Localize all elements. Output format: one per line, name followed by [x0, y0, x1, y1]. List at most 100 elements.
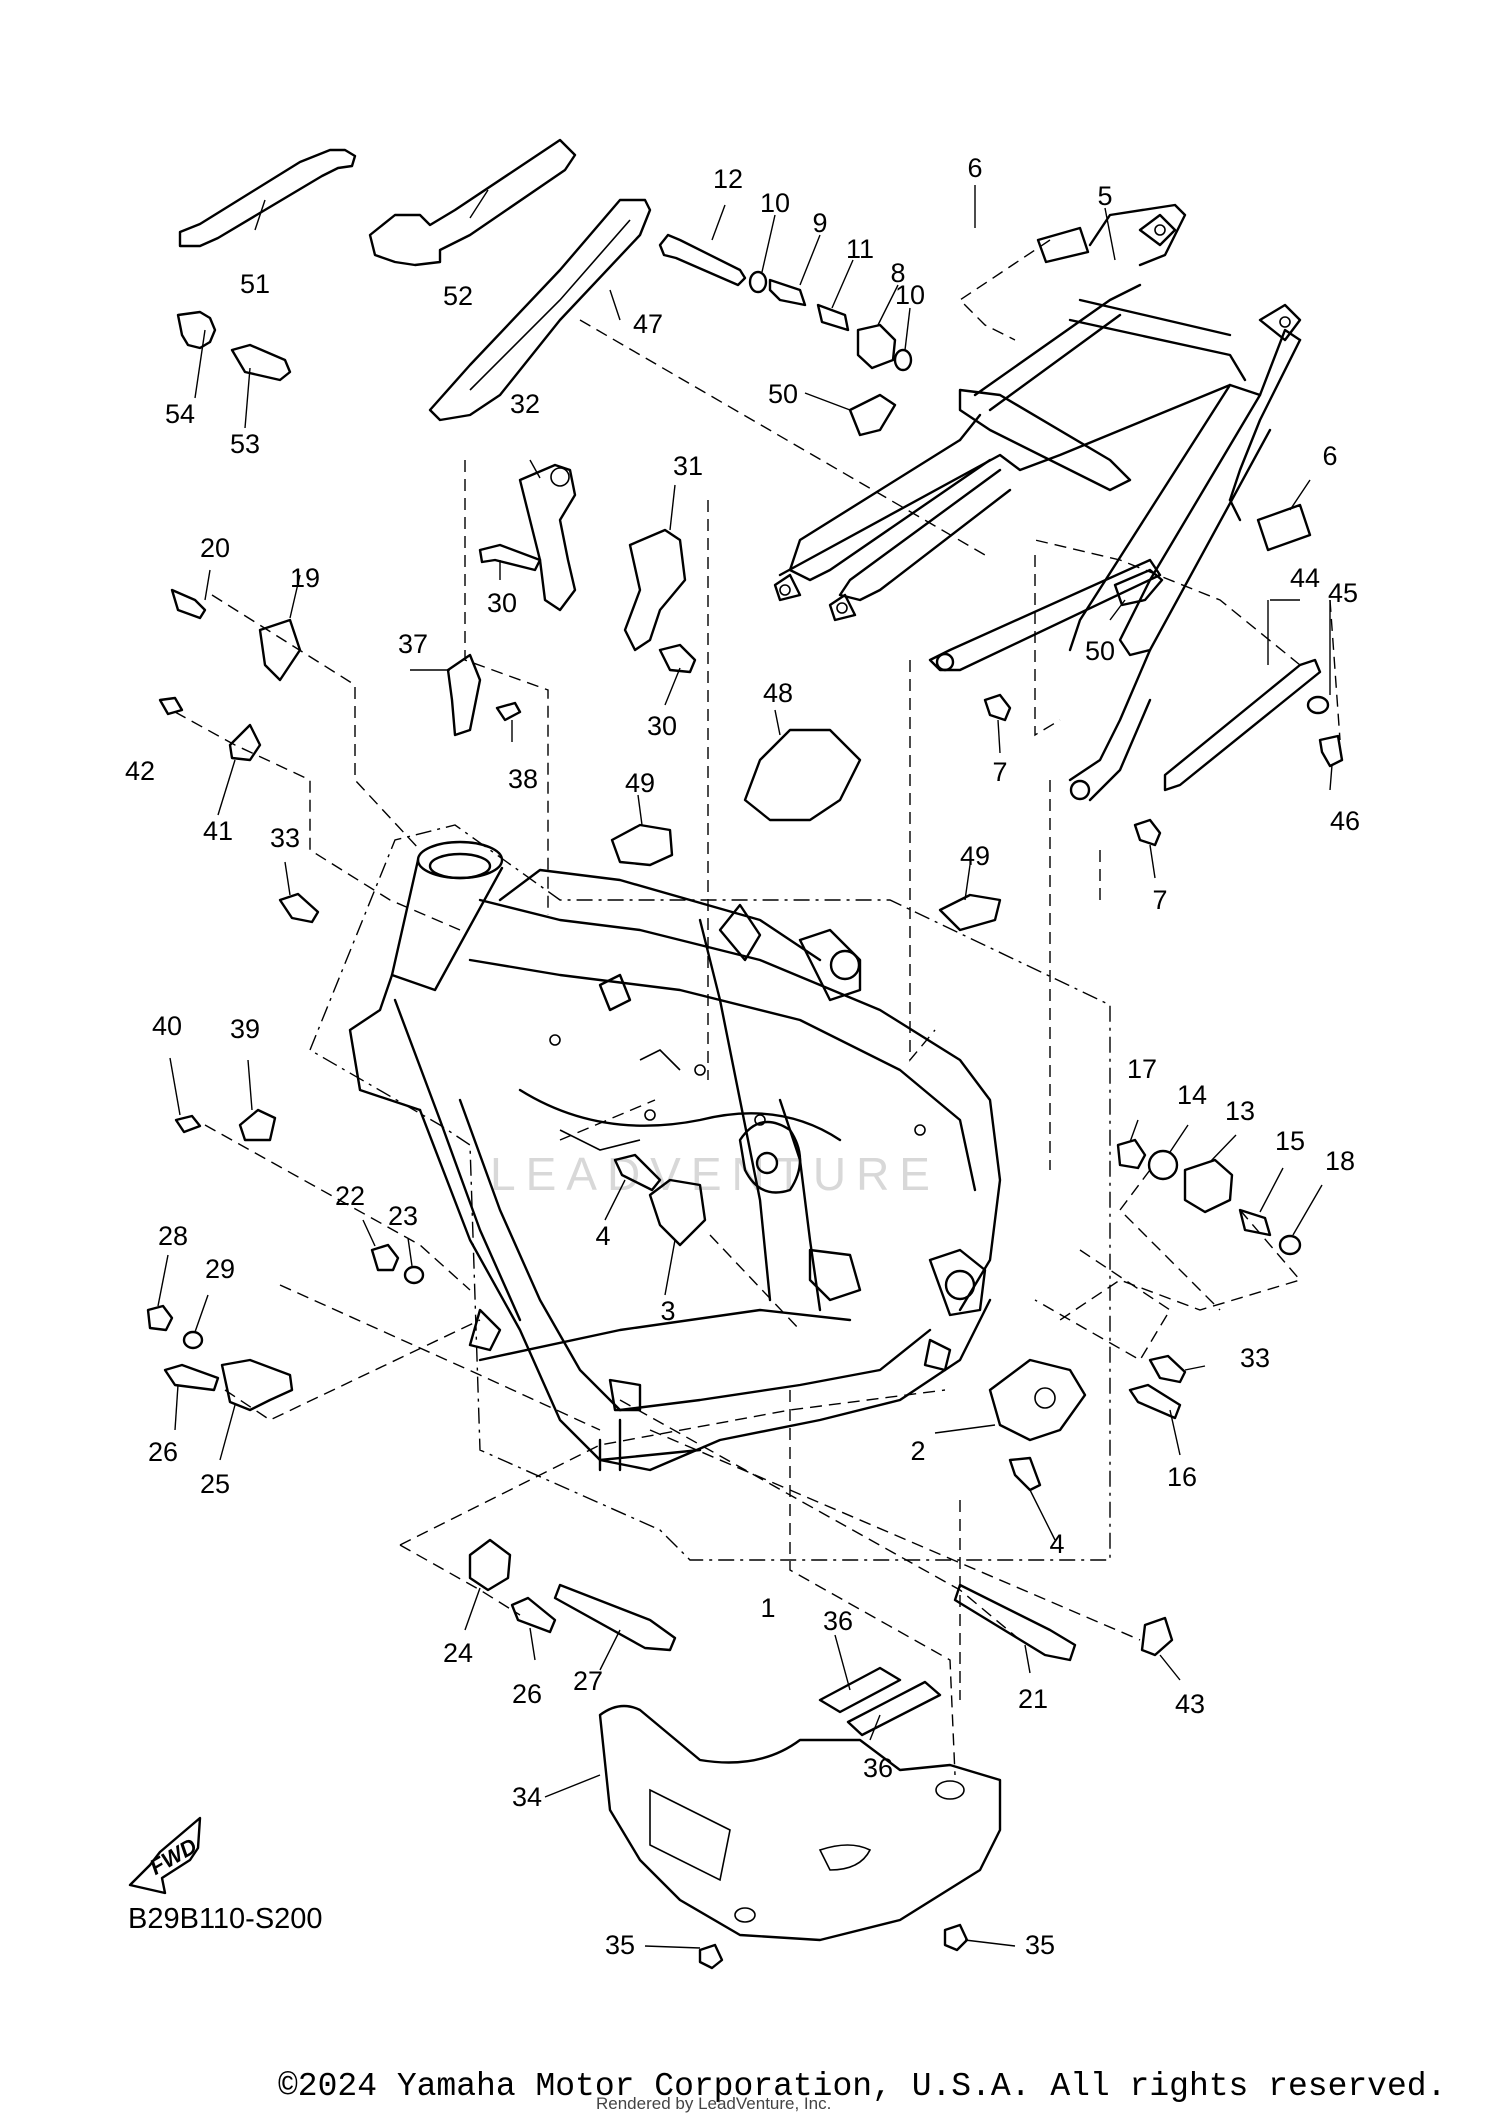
callout-40: 40: [152, 1011, 182, 1041]
callout-37: 37: [398, 629, 428, 659]
screw-38: [495, 701, 522, 722]
callout-4-b: 4: [1049, 1529, 1064, 1559]
caution-label-b: [1256, 503, 1312, 552]
bushing: [856, 323, 897, 370]
callout-13: 13: [1225, 1096, 1255, 1126]
callout-49-a: 49: [625, 768, 655, 798]
callout-11: 11: [846, 234, 874, 264]
callout-41: 41: [203, 816, 233, 846]
fwd-arrow-icon: FWD: [128, 1816, 201, 1895]
pivot-bolt: [658, 233, 747, 287]
callout-33-a: 33: [270, 823, 300, 853]
washer-10b: [893, 348, 913, 372]
callout-34: 34: [512, 1782, 542, 1812]
engine-bracket-24: [468, 1538, 512, 1592]
collar: [768, 278, 807, 307]
engine-bracket-2: [988, 1358, 1087, 1442]
nut-22: [370, 1243, 400, 1272]
callout-50-b: 50: [1085, 636, 1115, 666]
callout-19: 19: [290, 563, 320, 593]
callout-43: 43: [1175, 1689, 1205, 1719]
callout-10-a: 10: [760, 188, 790, 218]
callout-51: 51: [240, 269, 270, 299]
axle-bolt-54: [176, 310, 217, 350]
sub-frame: [773, 203, 1302, 802]
callout-8: 8: [890, 258, 905, 288]
washer-29: [182, 1330, 204, 1350]
callout-18: 18: [1325, 1146, 1355, 1176]
callout-30-a: 30: [487, 588, 517, 618]
caution-label-a: [1036, 226, 1090, 264]
socket-tool: [368, 138, 577, 267]
chain-roller-a: [610, 823, 674, 867]
hose-clip: [446, 653, 482, 737]
callout-54: 54: [165, 399, 195, 429]
chain-cover: [743, 728, 862, 822]
cable-clamp-b: [1113, 568, 1164, 607]
bolt-7a: [983, 693, 1012, 722]
chain-roller-b: [938, 893, 1002, 932]
callout-10-b: 10: [895, 280, 925, 310]
callout-6-b: 6: [1322, 441, 1337, 471]
spacer-15: [1238, 1208, 1272, 1237]
bracket-41: [228, 723, 262, 762]
washer-18: [1278, 1234, 1302, 1256]
callout-39: 39: [230, 1014, 260, 1044]
bracket-32: [518, 463, 577, 612]
callout-7-b: 7: [1152, 885, 1167, 915]
callout-24: 24: [443, 1638, 473, 1668]
nut-17: [1116, 1138, 1147, 1170]
callout-36-a: 36: [823, 1606, 853, 1636]
callout-38: 38: [508, 764, 538, 794]
callout-3: 3: [660, 1296, 675, 1326]
pin-20: [170, 588, 207, 620]
callout-30-b: 30: [647, 711, 677, 741]
callout-32: 32: [510, 389, 540, 419]
bolt-30b: [658, 643, 697, 674]
bolt-40: [174, 1114, 202, 1134]
watermark-text: LEADVENTURE: [490, 1148, 940, 1200]
bracket-3: [648, 1178, 707, 1247]
bolt-26b: [510, 1596, 557, 1634]
bolt-26a: [163, 1363, 220, 1392]
callout-35-b: 35: [1025, 1930, 1055, 1960]
callout-2: 2: [910, 1436, 925, 1466]
callout-17: 17: [1127, 1054, 1157, 1084]
callout-26-a: 26: [148, 1437, 178, 1467]
bracket-31: [623, 528, 687, 652]
stay-rod-44: [1163, 658, 1322, 792]
callout-23: 23: [388, 1201, 418, 1231]
collar-45: [1306, 695, 1330, 715]
callouts: 1 2 3 4 4 5 6 6 7 7 8 9 10 10 11 12 13 1…: [125, 153, 1360, 1960]
callout-31: 31: [673, 451, 703, 481]
bolt-16: [1128, 1383, 1182, 1420]
callout-12: 12: [713, 164, 743, 194]
bolt-7b: [1133, 818, 1162, 847]
bolt-30a: [478, 543, 542, 572]
bolt-42: [158, 696, 184, 716]
washer-10a: [748, 270, 768, 294]
callout-21: 21: [1018, 1684, 1048, 1714]
main-frame: [348, 840, 1002, 1472]
bolt-4a: [613, 1153, 662, 1192]
callout-42: 42: [125, 756, 155, 786]
clamp-39: [238, 1108, 277, 1142]
bolt-46: [1318, 734, 1344, 768]
bolt-33b: [1148, 1354, 1187, 1384]
bracket-19: [258, 618, 302, 682]
damper-pad-a: [818, 1666, 902, 1714]
callout-44: 44: [1290, 563, 1320, 593]
callout-5: 5: [1097, 181, 1112, 211]
callout-48: 48: [763, 678, 793, 708]
callout-14: 14: [1177, 1080, 1207, 1110]
skid-plate: [598, 1704, 1002, 1942]
callout-9: 9: [812, 208, 827, 238]
callout-26-b: 26: [512, 1679, 542, 1709]
callout-53: 53: [230, 429, 260, 459]
bolt-33a: [278, 892, 320, 924]
callout-27: 27: [573, 1666, 603, 1696]
callout-6-a: 6: [967, 153, 982, 183]
callout-20: 20: [200, 533, 230, 563]
callout-1: 1: [760, 1593, 775, 1623]
